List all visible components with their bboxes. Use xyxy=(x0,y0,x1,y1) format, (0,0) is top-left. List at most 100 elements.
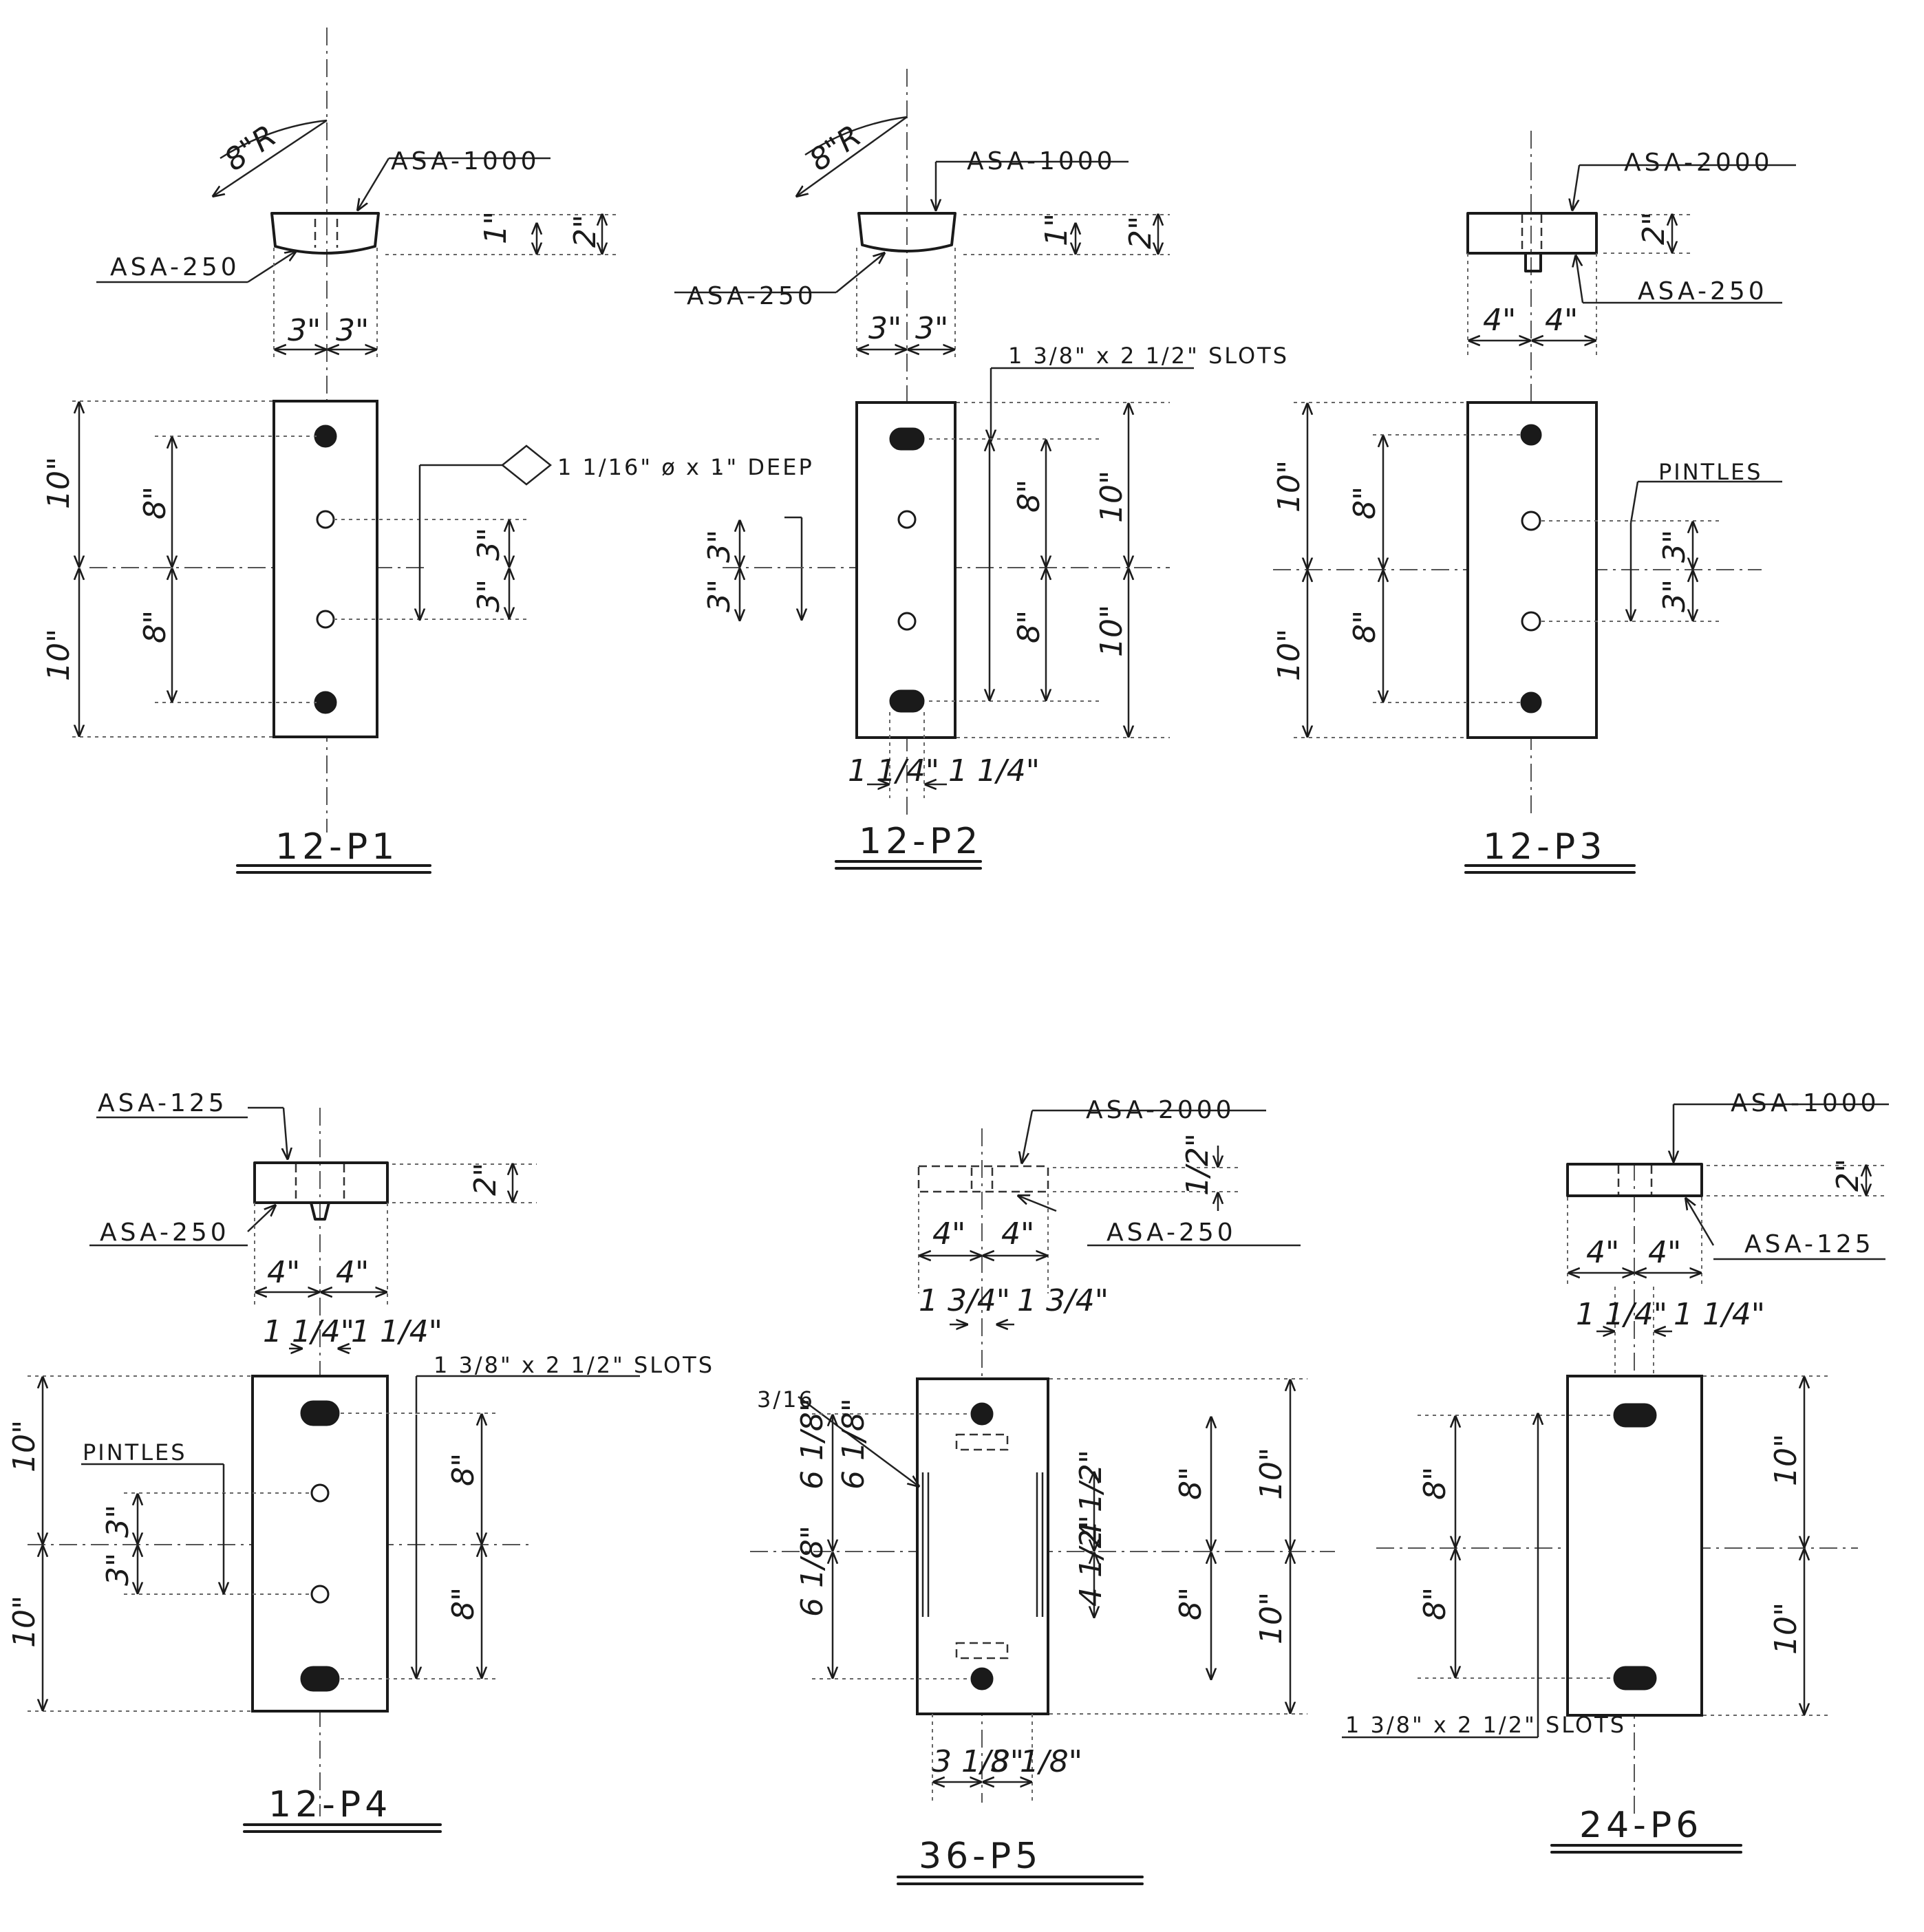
v-42a: 4 1/2" xyxy=(1073,1450,1109,1541)
hole-solid xyxy=(314,691,337,714)
v-10a: 10" xyxy=(1094,471,1129,523)
small-right: 1 1/4" xyxy=(351,1314,442,1349)
v-8b: 8" xyxy=(1012,610,1047,643)
v-10b: 10" xyxy=(1272,629,1307,681)
pintles-note: PINTLES xyxy=(1658,459,1763,485)
small-left: 1 1/4" xyxy=(263,1314,354,1349)
top-label: ASA-125 xyxy=(98,1089,228,1117)
v-8a: 8" xyxy=(1347,486,1382,519)
v-10a: 10" xyxy=(1254,1448,1289,1500)
hole-open xyxy=(316,510,335,529)
hole-open xyxy=(1521,511,1541,531)
bottom-left: 3 1/8" xyxy=(932,1744,1024,1779)
thickness-2: 2" xyxy=(468,1163,503,1196)
small-left: 1 1/4" xyxy=(1576,1297,1667,1332)
pintles-leader xyxy=(1629,481,1639,524)
side-profile xyxy=(1466,212,1598,255)
pintle-stub xyxy=(1524,252,1542,272)
v-42b: 4 1/2" xyxy=(1073,1515,1109,1607)
leader-bottom xyxy=(247,251,296,283)
part-12-p3: ASA-2000 ASA-250 2" 4" 4" 10" 10" 8" 8" … xyxy=(1272,131,1796,874)
radius-arc xyxy=(220,119,328,160)
hole-open xyxy=(310,1585,330,1604)
thickness-2: 2" xyxy=(1830,1159,1866,1192)
thickness-2: 1/2" xyxy=(1180,1133,1215,1196)
slot xyxy=(300,1666,340,1692)
leader-bottom xyxy=(1576,256,1584,303)
thickness-1: 1" xyxy=(478,211,513,244)
bottom-label: ASA-250 xyxy=(110,253,240,281)
bottom-right: 3 1/8" xyxy=(991,1744,1082,1779)
slots-note: 1 3/8" x 2 1/2" SLOTS xyxy=(1008,343,1289,369)
bottom-label: ASA-250 xyxy=(1638,277,1768,305)
side-profile xyxy=(253,1161,389,1204)
v-10a: 10" xyxy=(41,457,76,509)
width-right: 4" xyxy=(336,1255,369,1290)
width-left: 3" xyxy=(868,311,901,346)
leader-top xyxy=(284,1107,288,1159)
part-36-p5: ASA-2000 ASA-250 1/2" 4" 4" 1 3/4" 1 3/4… xyxy=(750,1096,1335,1885)
v-8a: 8" xyxy=(1418,1467,1453,1500)
width-right: 4" xyxy=(1648,1235,1681,1270)
plate xyxy=(272,400,378,738)
side-profile xyxy=(1566,1163,1703,1197)
v-8a: 8" xyxy=(1012,480,1047,513)
v-3b: 3" xyxy=(471,579,506,612)
width-left: 4" xyxy=(267,1255,300,1290)
bottom-label: ASA-125 xyxy=(1744,1230,1874,1258)
part-title: 12-P3 xyxy=(1483,826,1606,868)
v-3a: 3" xyxy=(471,528,506,561)
radius-arc xyxy=(804,116,908,156)
width-right: 4" xyxy=(1001,1216,1034,1252)
thickness-2: 2" xyxy=(1123,216,1158,249)
weld-note: 3/16 xyxy=(757,1386,815,1413)
top-label: ASA-1000 xyxy=(967,147,1116,175)
radius-label: 8"R xyxy=(218,118,283,178)
top-label: ASA-1000 xyxy=(1731,1089,1880,1117)
part-title: 24-P6 xyxy=(1579,1805,1702,1846)
hole-solid xyxy=(1520,424,1542,446)
v-10b: 10" xyxy=(7,1596,42,1648)
v-8b: 8" xyxy=(446,1587,481,1620)
part-title: 12-P1 xyxy=(275,826,398,868)
slots-note: 1 3/8" x 2 1/2" SLOTS xyxy=(1345,1712,1626,1738)
side-profile xyxy=(270,212,380,255)
v-68c: 6 1/8" xyxy=(836,1398,871,1490)
slots-note: 1 3/8" x 2 1/2" SLOTS xyxy=(434,1352,714,1378)
v-8b: 8" xyxy=(1418,1587,1453,1620)
hole-open xyxy=(897,510,917,529)
v-3b: 3" xyxy=(1657,579,1692,612)
width-right: 4" xyxy=(1545,303,1578,338)
v-10b: 10" xyxy=(1254,1592,1289,1644)
v-3b: 3" xyxy=(100,1553,136,1586)
v-8b: 8" xyxy=(1173,1587,1208,1620)
width-left: 4" xyxy=(1483,303,1516,338)
plate xyxy=(855,401,956,739)
hidden-feature xyxy=(955,1642,1009,1660)
top-label: ASA-2000 xyxy=(1624,149,1773,177)
pintle-stub xyxy=(310,1201,330,1221)
v-10b: 10" xyxy=(41,629,76,681)
leader-bottom xyxy=(835,253,884,293)
thickness-1: 1" xyxy=(1039,213,1074,246)
bottom-label: ASA-250 xyxy=(100,1219,230,1247)
plate xyxy=(251,1375,389,1713)
v-3a: 3" xyxy=(1657,530,1692,563)
pintles-note: PINTLES xyxy=(83,1439,187,1466)
small-right: 1 1/4" xyxy=(1674,1297,1765,1332)
v-10b: 10" xyxy=(1768,1602,1804,1655)
part-24-p6: ASA-1000 ASA-125 2" 4" 4" 1 1/4" 1 1/4" … xyxy=(1342,1089,1889,1854)
hidden-feature xyxy=(955,1433,1009,1451)
part-12-p2: 8"R ASA-1000 ASA-250 1" 2" 3" 3" 1 3/8" … xyxy=(674,69,1289,870)
bottom-right: 1 1/4" xyxy=(948,753,1040,788)
plate xyxy=(916,1377,1049,1715)
hole-solid xyxy=(970,1402,994,1426)
width-right: 3" xyxy=(336,313,369,348)
v-3a: 3" xyxy=(100,1505,136,1538)
part-title: 12-P4 xyxy=(268,1784,392,1825)
v-68a: 6 1/8" xyxy=(795,1398,830,1490)
v-8a: 8" xyxy=(138,486,173,519)
hole-solid xyxy=(1520,691,1542,713)
thickness-2: 2" xyxy=(568,215,603,248)
